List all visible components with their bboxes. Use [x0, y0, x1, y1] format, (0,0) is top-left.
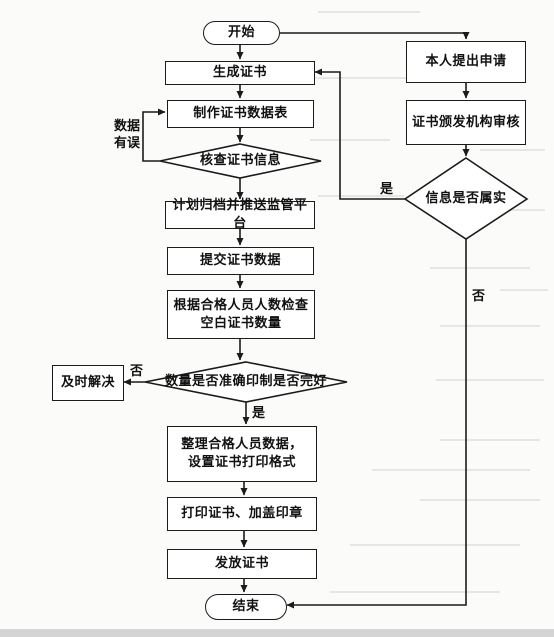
footer-bar [0, 629, 554, 637]
archive-push-text: 计划归档并推送监管平台 [172, 198, 308, 231]
review-text: 证书颁发机构审核 [411, 114, 520, 130]
info-true-text: 信息是否属实 [425, 190, 507, 206]
data-error-label-line1: 数据 [113, 119, 140, 134]
organize-data-text-line2: 设置证书打印格式 [187, 455, 296, 470]
no-info-label: 否 [472, 289, 486, 304]
start-node: 开始 [203, 21, 280, 45]
info-true-decision: 信息是否属实 [405, 158, 527, 239]
data-error-label-line2: 有误 [113, 136, 140, 151]
print-seal-text: 打印证书、加盖印章 [181, 506, 303, 521]
archive-push-node: 计划归档并推送监管平台 [165, 198, 315, 231]
print-check-decision: 数量是否准确印制是否完好 [145, 362, 347, 402]
check-blank-text-line2: 空白证书数量 [200, 315, 282, 331]
review-node: 证书颁发机构审核 [406, 100, 526, 145]
submit-data-text: 提交证书数据 [199, 253, 281, 268]
issue-certificate-node: 发放证书 [167, 549, 317, 579]
print-seal-node: 打印证书、加盖印章 [167, 497, 317, 531]
issue-certificate-text: 发放证书 [214, 556, 269, 571]
generate-certificate-node: 生成证书 [165, 61, 315, 85]
check-info-decision: 核查证书信息 [160, 144, 321, 178]
organize-data-node: 整理合格人员数据， 设置证书打印格式 [167, 426, 317, 482]
data-error-label: 数据 有误 [112, 118, 142, 152]
end-text: 结束 [232, 599, 260, 614]
yes-print-label: 是 [252, 406, 266, 421]
make-table-text: 制作证书数据表 [193, 106, 288, 121]
check-blank-text-line1: 根据合格人员人数检查 [173, 297, 309, 313]
end-node: 结束 [205, 594, 287, 620]
submit-data-node: 提交证书数据 [167, 247, 314, 275]
check-blank-node: 根据合格人员人数检查 空白证书数量 [167, 290, 315, 339]
no-print-label: 否 [130, 364, 144, 379]
apply-node: 本人提出申请 [406, 41, 526, 83]
timely-fix-text: 及时解决 [60, 375, 115, 390]
check-info-text: 核查证书信息 [199, 153, 281, 168]
make-table-node: 制作证书数据表 [167, 100, 314, 128]
print-check-text: 数量是否准确印制是否完好 [164, 374, 327, 389]
apply-text: 本人提出申请 [425, 54, 507, 69]
start-text: 开始 [227, 25, 255, 40]
generate-certificate-text: 生成证书 [212, 65, 267, 80]
yes-info-label: 是 [380, 182, 394, 197]
timely-fix-node: 及时解决 [52, 365, 124, 401]
organize-data-text-line1: 整理合格人员数据， [181, 437, 303, 452]
